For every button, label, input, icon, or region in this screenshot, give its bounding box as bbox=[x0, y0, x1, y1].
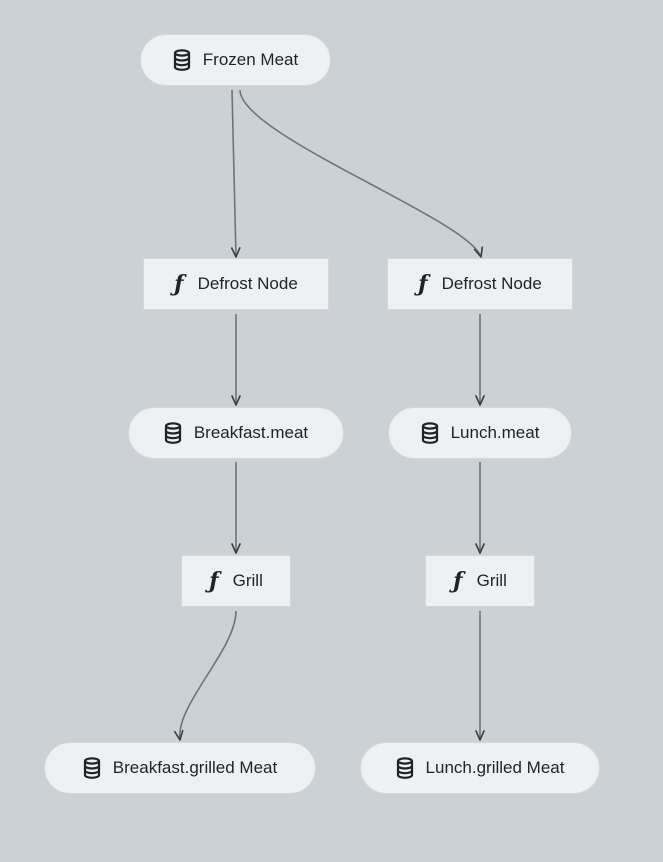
edge-frozen-meat-to-defrost-right bbox=[239, 89, 484, 258]
node-label: Lunch.grilled Meat bbox=[425, 758, 565, 777]
node-label: Frozen Meat bbox=[202, 50, 299, 69]
node-label: Breakfast.grilled Meat bbox=[112, 758, 278, 777]
node-label: Defrost Node bbox=[441, 274, 542, 293]
node-label: Grill bbox=[232, 571, 263, 590]
database-icon bbox=[173, 49, 191, 71]
node-lunch-grilled-meat[interactable]: Lunch.grilled Meat bbox=[360, 742, 600, 794]
node-label: Lunch.meat bbox=[450, 423, 540, 442]
function-icon: ƒ bbox=[209, 568, 219, 594]
node-grill-right[interactable]: ƒ Grill bbox=[425, 555, 535, 607]
node-label: Grill bbox=[476, 571, 507, 590]
node-frozen-meat[interactable]: Frozen Meat bbox=[140, 34, 331, 86]
function-icon: ƒ bbox=[418, 271, 428, 297]
database-icon bbox=[421, 422, 439, 444]
database-icon bbox=[396, 757, 414, 779]
edge-frozen-meat-to-defrost-left bbox=[230, 89, 241, 258]
node-label: Breakfast.meat bbox=[193, 423, 309, 442]
function-icon: ƒ bbox=[174, 271, 184, 297]
node-grill-left[interactable]: ƒ Grill bbox=[181, 555, 291, 607]
database-icon bbox=[164, 422, 182, 444]
node-defrost-right[interactable]: ƒ Defrost Node bbox=[387, 258, 573, 310]
node-breakfast-meat[interactable]: Breakfast.meat bbox=[128, 407, 344, 459]
function-icon: ƒ bbox=[453, 568, 463, 594]
node-lunch-meat[interactable]: Lunch.meat bbox=[388, 407, 572, 459]
node-breakfast-grilled-meat[interactable]: Breakfast.grilled Meat bbox=[44, 742, 316, 794]
node-label: Defrost Node bbox=[197, 274, 298, 293]
node-defrost-left[interactable]: ƒ Defrost Node bbox=[143, 258, 329, 310]
database-icon bbox=[83, 757, 101, 779]
edge-grill-left-to-breakfast-grilled bbox=[173, 610, 237, 741]
